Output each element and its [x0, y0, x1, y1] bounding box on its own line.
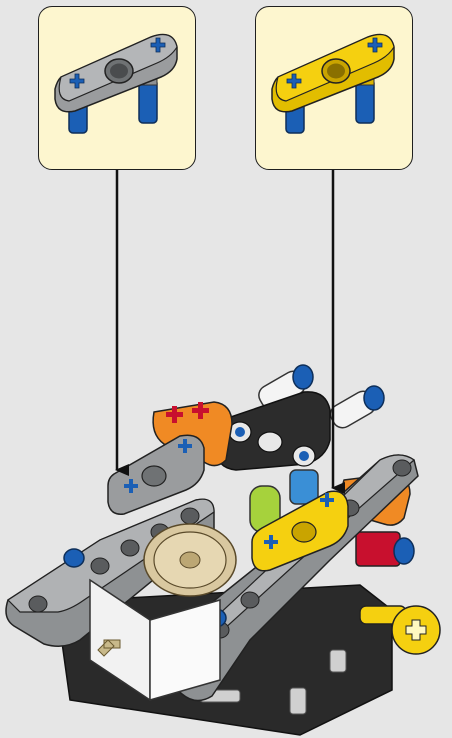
tan-gear — [144, 524, 236, 596]
red-connector — [356, 532, 414, 566]
black-beam — [216, 392, 330, 470]
